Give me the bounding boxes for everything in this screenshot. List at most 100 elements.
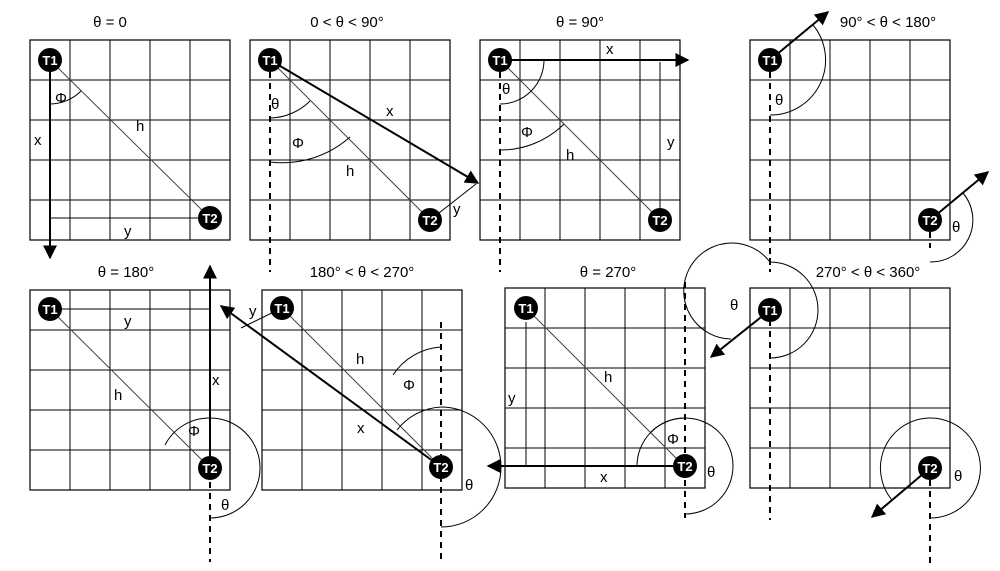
- grid: [30, 290, 230, 490]
- panel-theta-90-180: 90° < θ < 180° θ θ T1 T2: [749, 11, 990, 272]
- grid-frame: [504, 287, 706, 489]
- token-t2: T2: [198, 206, 222, 230]
- svg-text:T2: T2: [922, 461, 937, 476]
- theta-label-t1: θ: [730, 297, 738, 314]
- phi-arc: [164, 417, 211, 446]
- hypotenuse-line: [525, 307, 686, 468]
- svg-text:T2: T2: [422, 213, 437, 228]
- grid: [480, 40, 680, 240]
- grid-frame: [249, 39, 451, 241]
- token-t1: T1: [758, 48, 782, 72]
- hypotenuse-line: [281, 307, 442, 468]
- grid-frame: [29, 39, 231, 241]
- h-label: h: [114, 387, 122, 404]
- svg-text:T1: T1: [42, 53, 57, 68]
- phi-label: Φ: [188, 423, 200, 440]
- direction-arrow: [269, 59, 480, 184]
- phi-arc: [392, 346, 442, 376]
- h-label: h: [566, 147, 574, 164]
- panel-title: 90° < θ < 180°: [840, 14, 936, 31]
- svg-text:T1: T1: [492, 53, 507, 68]
- hypotenuse-line: [49, 308, 211, 469]
- phi-label: Φ: [521, 124, 533, 141]
- direction-arrow-t2: [929, 171, 990, 221]
- token-t2: T2: [198, 456, 222, 480]
- token-t2: T2: [418, 208, 442, 232]
- panel-theta-180-270: 180° < θ < 270° y h Φ x θ T1 T2: [219, 264, 502, 560]
- token-t1: T1: [488, 48, 512, 72]
- x-label: x: [600, 469, 608, 486]
- direction-arrow-t1: [709, 309, 771, 358]
- hypotenuse-line: [499, 59, 661, 221]
- phi-arc: [269, 136, 351, 164]
- phi-label: Φ: [55, 90, 67, 107]
- x-label: x: [34, 132, 42, 149]
- grid-frame: [261, 289, 463, 491]
- theta-label: θ: [271, 96, 279, 113]
- grid-frame: [29, 289, 231, 491]
- token-t1: T1: [514, 296, 538, 320]
- direction-arrow-t1: [769, 11, 830, 61]
- grid: [750, 288, 950, 488]
- token-t2: T2: [648, 208, 672, 232]
- theta-label-t2: θ: [952, 219, 960, 236]
- svg-text:T1: T1: [762, 53, 777, 68]
- panel-theta-270-360: 270° < θ < 360° θ θ T1 T2: [683, 242, 981, 568]
- phi-label: Φ: [292, 135, 304, 152]
- svg-text:T2: T2: [677, 459, 692, 474]
- theta-arc: [636, 417, 734, 515]
- panel-title: θ = 270°: [580, 264, 636, 281]
- theta-label: θ: [707, 464, 715, 481]
- token-t1: T1: [38, 48, 62, 72]
- grid: [505, 288, 705, 488]
- token-t2: T2: [918, 208, 942, 232]
- h-label: h: [136, 118, 144, 135]
- theta-label: θ: [221, 497, 229, 514]
- grid: [30, 40, 230, 240]
- x-label: x: [386, 103, 394, 120]
- theta-arc-inner: [396, 406, 442, 431]
- panel-title: θ = 180°: [98, 264, 154, 281]
- y-label: y: [249, 303, 257, 320]
- panel-title: 270° < θ < 360°: [816, 264, 921, 281]
- panel-theta-0-90: 0 < θ < 90° θ Φ x h y T1 T2: [249, 14, 480, 272]
- token-t2: T2: [673, 454, 697, 478]
- svg-text:T1: T1: [42, 302, 57, 317]
- panel-theta-0: θ = 0 Φ x h y T1 T2: [29, 14, 231, 260]
- phi-label: Φ: [403, 377, 415, 394]
- panel-theta-270: θ = 270° y h Φ x θ T1 T2: [486, 264, 734, 518]
- phi-arc: [650, 417, 686, 433]
- y-label: y: [453, 201, 461, 218]
- svg-text:T2: T2: [922, 213, 937, 228]
- hypotenuse-line: [269, 59, 431, 221]
- panel-title: θ = 0: [93, 14, 127, 31]
- svg-text:T1: T1: [762, 303, 777, 318]
- svg-text:T1: T1: [518, 301, 533, 316]
- grid-frame: [749, 39, 951, 241]
- svg-text:T2: T2: [202, 211, 217, 226]
- theta-arc-t2: [879, 417, 981, 519]
- h-label: h: [604, 369, 612, 386]
- phi-arc: [499, 123, 565, 151]
- svg-text:T2: T2: [652, 213, 667, 228]
- theta-arc-t1: [769, 24, 827, 116]
- theta-arc: [269, 100, 311, 119]
- hypotenuse-line: [49, 59, 211, 219]
- panel-title: θ = 90°: [556, 14, 604, 31]
- phi-arc: [49, 90, 82, 105]
- grid-frame: [479, 39, 681, 241]
- token-t1: T1: [258, 48, 282, 72]
- y-label: y: [124, 313, 132, 330]
- theta-arc: [209, 417, 261, 519]
- x-label: x: [212, 372, 220, 389]
- theta-label: θ: [465, 477, 473, 494]
- theta-arc-t1: [683, 242, 819, 359]
- token-t2: T2: [918, 456, 942, 480]
- theta-arc-t2: [929, 192, 974, 263]
- h-label: h: [346, 163, 354, 180]
- theta-label-t1: θ: [775, 92, 783, 109]
- y-label: y: [508, 390, 516, 407]
- panel-theta-90: θ = 90° θ Φ x h y T1 T2: [479, 14, 690, 272]
- theta-arc: [499, 59, 545, 105]
